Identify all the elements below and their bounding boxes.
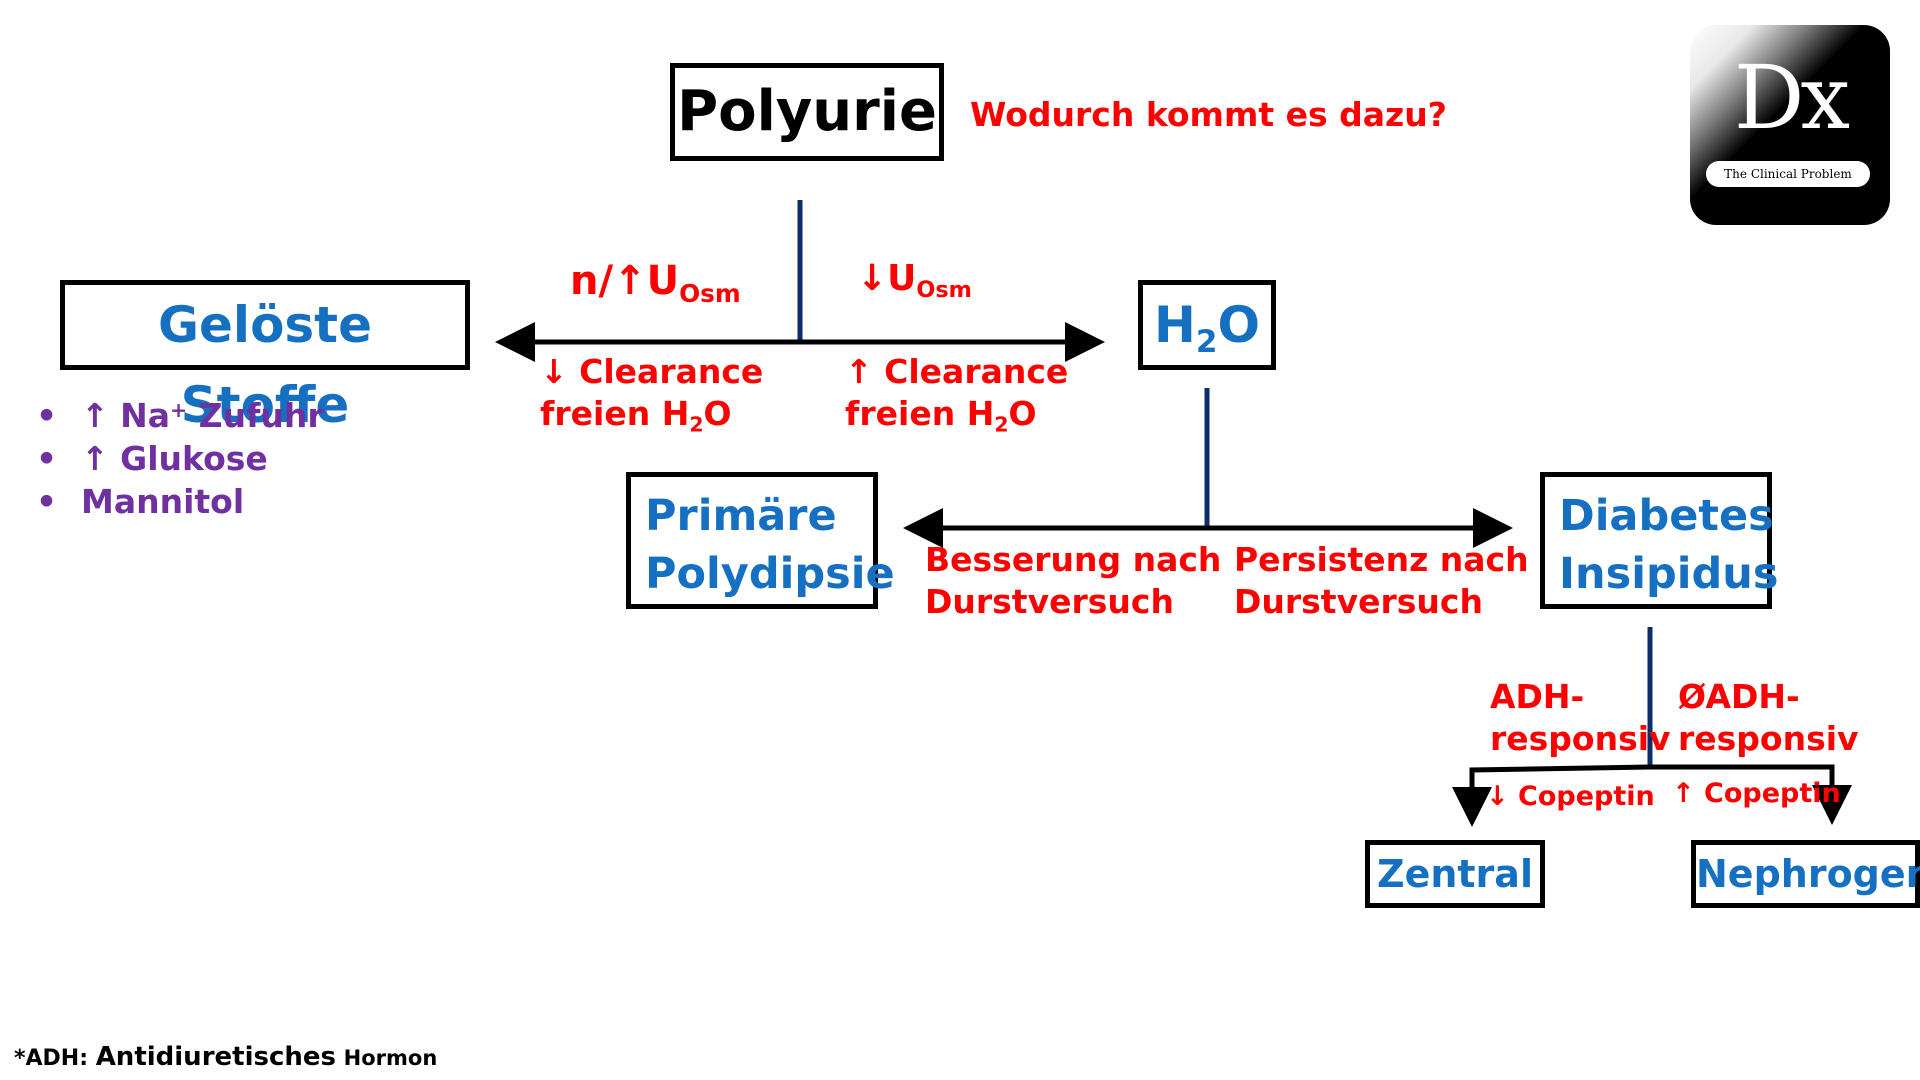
label-no-adh-responsiv: ØADH- responsiv bbox=[1678, 676, 1859, 760]
node-primaere-polydipsie-line1: Primäre bbox=[645, 491, 837, 541]
label-clearance-low: ↓ Clearance freien H2O bbox=[540, 351, 763, 435]
label-besserung: Besserung nach Durstversuch bbox=[925, 539, 1221, 623]
label-besserung-line1: Besserung nach bbox=[925, 540, 1222, 579]
label-clearance-high-line2: freien H2O bbox=[845, 394, 1037, 437]
node-zentral-label: Zentral bbox=[1377, 852, 1533, 896]
footnote-word2: Hormon bbox=[343, 1046, 438, 1070]
causes-list: ↑ Na+ Zufuhr ↑ Glukose Mannitol bbox=[36, 394, 324, 523]
label-clearance-low-line1: ↓ Clearance bbox=[540, 352, 764, 391]
footnote: *ADH: Antidiuretisches Hormon bbox=[14, 1042, 437, 1072]
node-primaere-polydipsie: Primäre Polydipsie bbox=[626, 472, 895, 609]
node-nephrogen-label: Nephrogen bbox=[1696, 852, 1920, 896]
arrow-to-zentral bbox=[1452, 764, 1651, 827]
label-besserung-line2: Durstversuch bbox=[925, 582, 1174, 621]
label-adh-responsiv-line1: ADH- bbox=[1490, 677, 1585, 716]
label-persistenz-line1: Persistenz nach bbox=[1234, 540, 1529, 579]
node-nephrogen: Nephrogen bbox=[1691, 840, 1920, 908]
label-copeptin-high: ↑ Copeptin bbox=[1672, 778, 1841, 809]
cause-item: ↑ Na+ Zufuhr bbox=[36, 394, 324, 437]
label-no-adh-responsiv-line2: responsiv bbox=[1678, 719, 1859, 758]
label-clearance-high: ↑ Clearance freien H2O bbox=[845, 351, 1068, 435]
logo-badge: Dx The Clinical Problem Solvers bbox=[1690, 25, 1890, 225]
node-primaere-polydipsie-line2: Polydipsie bbox=[645, 549, 895, 599]
arrow-to-nephrogen bbox=[1650, 764, 1852, 825]
label-copeptin-low: ↓ Copeptin bbox=[1486, 781, 1655, 812]
label-persistenz: Persistenz nach Durstversuch bbox=[1234, 539, 1529, 623]
node-h2o: H2O bbox=[1138, 280, 1276, 370]
label-clearance-high-line1: ↑ Clearance bbox=[845, 352, 1069, 391]
node-geloeste-stoffe: Gelöste Stoffe bbox=[60, 280, 470, 434]
root-question: Wodurch kommt es dazu? bbox=[970, 95, 1447, 134]
footnote-word1: Antidiuretisches bbox=[95, 1042, 336, 1072]
node-diabetes-insipidus-line1: Diabetes bbox=[1559, 491, 1774, 541]
root-node-polyurie: Polyurie bbox=[670, 63, 944, 161]
label-uosm-high: n/↑UOsm bbox=[570, 258, 741, 308]
label-adh-responsiv-line2: responsiv bbox=[1490, 719, 1671, 758]
footnote-abbr: *ADH: bbox=[14, 1046, 89, 1071]
logo-tagline: The Clinical Problem Solvers bbox=[1706, 161, 1870, 207]
node-zentral: Zentral bbox=[1365, 840, 1545, 908]
root-node-title: Polyurie bbox=[677, 79, 937, 144]
label-clearance-low-line2: freien H2O bbox=[540, 394, 732, 437]
node-diabetes-insipidus: Diabetes Insipidus bbox=[1540, 472, 1779, 609]
logo-mark: Dx bbox=[1733, 46, 1850, 149]
cause-item: Mannitol bbox=[36, 480, 324, 523]
node-h2o-label: H2O bbox=[1154, 296, 1260, 360]
node-diabetes-insipidus-line2: Insipidus bbox=[1559, 549, 1779, 599]
label-uosm-low: ↓UOsm bbox=[857, 258, 972, 304]
label-no-adh-responsiv-line1: ØADH- bbox=[1678, 677, 1800, 716]
cause-item: ↑ Glukose bbox=[36, 437, 324, 480]
label-persistenz-line2: Durstversuch bbox=[1234, 582, 1483, 621]
label-adh-responsiv: ADH- responsiv bbox=[1490, 676, 1671, 760]
